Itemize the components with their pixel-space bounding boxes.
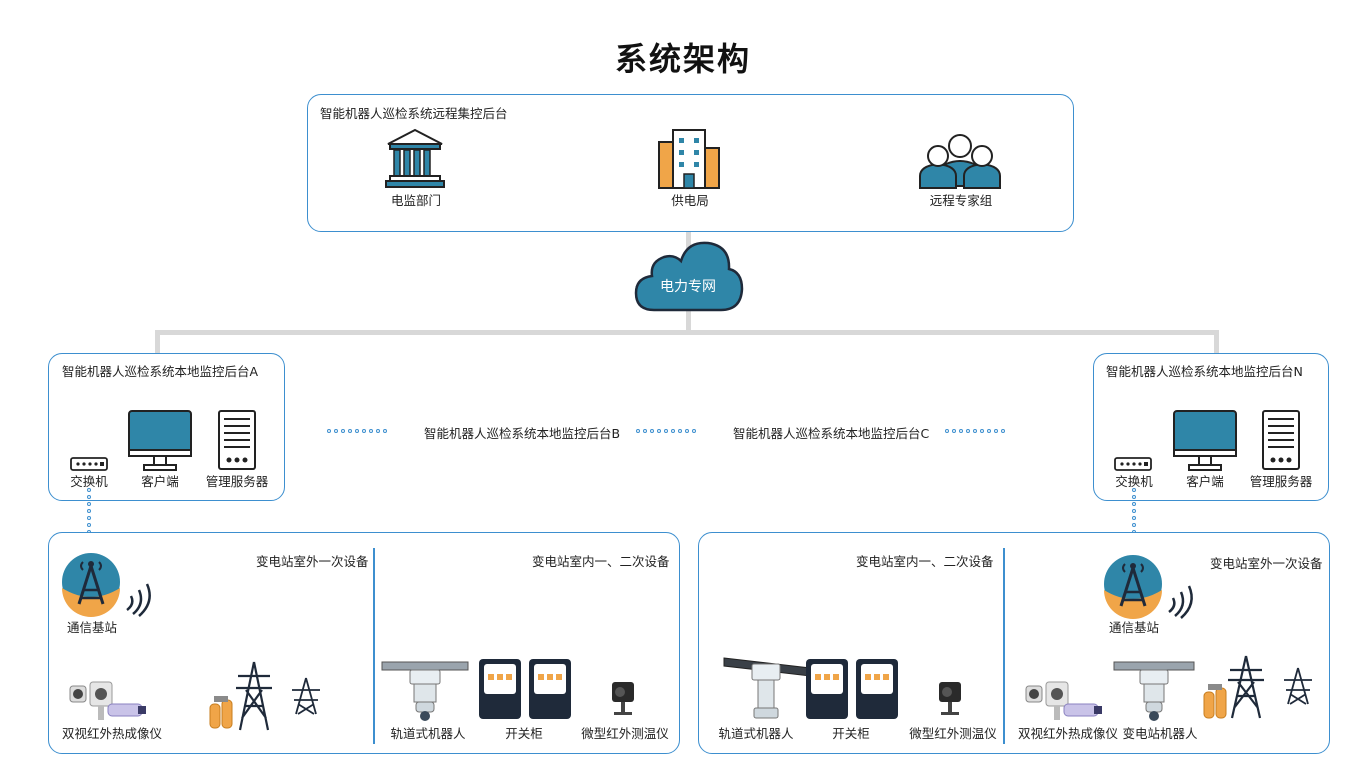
rail-robot-icon (723, 657, 811, 719)
dotted-link-1 (327, 429, 387, 433)
building-icon (658, 129, 720, 189)
dotted-link-2 (636, 429, 696, 433)
local-monitor-label-a: 智能机器人巡检系统本地监控后台A (62, 364, 259, 379)
right-rail-robot-label: 轨道式机器人 (718, 726, 794, 741)
local-a-item-client: 客户端 (141, 474, 179, 489)
local-a-item-switch: 交换机 (70, 474, 108, 489)
left-indoor-label: 变电站室内一、二次设备 (532, 554, 670, 569)
right-base-station-label: 通信基站 (1108, 620, 1160, 635)
switch-icon (1114, 457, 1152, 471)
right-outdoor-label: 变电站室外一次设备 (1210, 556, 1323, 571)
local-monitor-label-b: 智能机器人巡检系统本地监控后台B (424, 426, 621, 441)
switch-cabinet-icon (806, 659, 898, 719)
thermal-imager-icon (1025, 681, 1102, 720)
switch-icon (70, 457, 108, 471)
power-network-label: 电力专网 (660, 279, 716, 295)
right-substation-robot-label: 变电站机器人 (1122, 726, 1198, 741)
base-station-icon (1104, 555, 1193, 619)
left-rail-robot-label: 轨道式机器人 (390, 726, 466, 741)
divider (1003, 548, 1005, 744)
local-a-item-server: 管理服务器 (205, 474, 269, 489)
server-icon (1262, 410, 1300, 470)
divider (373, 548, 375, 744)
rail-robot-icon (381, 661, 469, 721)
base-station-icon (62, 553, 151, 617)
left-thermal-imager-label: 双视红外热成像仪 (62, 726, 163, 741)
local-n-item-client: 客户端 (1186, 474, 1224, 489)
left-base-station-label: 通信基站 (66, 620, 118, 635)
right-ir-thermometer-label: 微型红外测温仪 (909, 726, 997, 741)
left-ir-thermometer-label: 微型红外测温仪 (581, 726, 669, 741)
bank-icon (385, 128, 445, 188)
remote-control-label: 智能机器人巡检系统远程集控后台 (320, 106, 508, 121)
dotted-link-3 (945, 429, 1005, 433)
ir-thermometer-icon (939, 682, 961, 715)
cloud-icon (634, 241, 744, 312)
local-monitor-label-n: 智能机器人巡检系统本地监控后台N (1106, 364, 1303, 379)
page-title: 系统架构 (614, 40, 751, 78)
left-switch-cabinet-label: 开关柜 (505, 726, 543, 741)
monitor-icon (1173, 410, 1237, 471)
thermal-imager-icon (69, 681, 146, 720)
right-thermal-imager-label: 双视红外热成像仪 (1018, 726, 1119, 741)
local-n-item-switch: 交换机 (1115, 474, 1153, 489)
ir-thermometer-icon (612, 682, 634, 715)
right-indoor-label: 变电站室内一、二次设备 (856, 554, 994, 569)
left-outdoor-label: 变电站室外一次设备 (256, 554, 369, 569)
substation-robot-icon (1113, 661, 1195, 721)
local-monitor-label-c: 智能机器人巡检系统本地监控后台C (733, 426, 930, 441)
expert-group-icon (919, 134, 1001, 189)
transmission-tower-icon (209, 661, 320, 731)
right-switch-cabinet-label: 开关柜 (832, 726, 870, 741)
remote-item-power-bureau: 供电局 (671, 193, 709, 208)
switch-cabinet-icon (479, 659, 571, 719)
substation-box-left (48, 532, 680, 754)
remote-item-expert-group: 远程专家组 (929, 193, 993, 208)
remote-item-power-regulator: 电监部门 (390, 193, 442, 208)
server-icon (218, 410, 256, 470)
local-n-item-server: 管理服务器 (1249, 474, 1313, 489)
monitor-icon (128, 410, 192, 471)
transmission-tower-icon (1203, 655, 1312, 719)
